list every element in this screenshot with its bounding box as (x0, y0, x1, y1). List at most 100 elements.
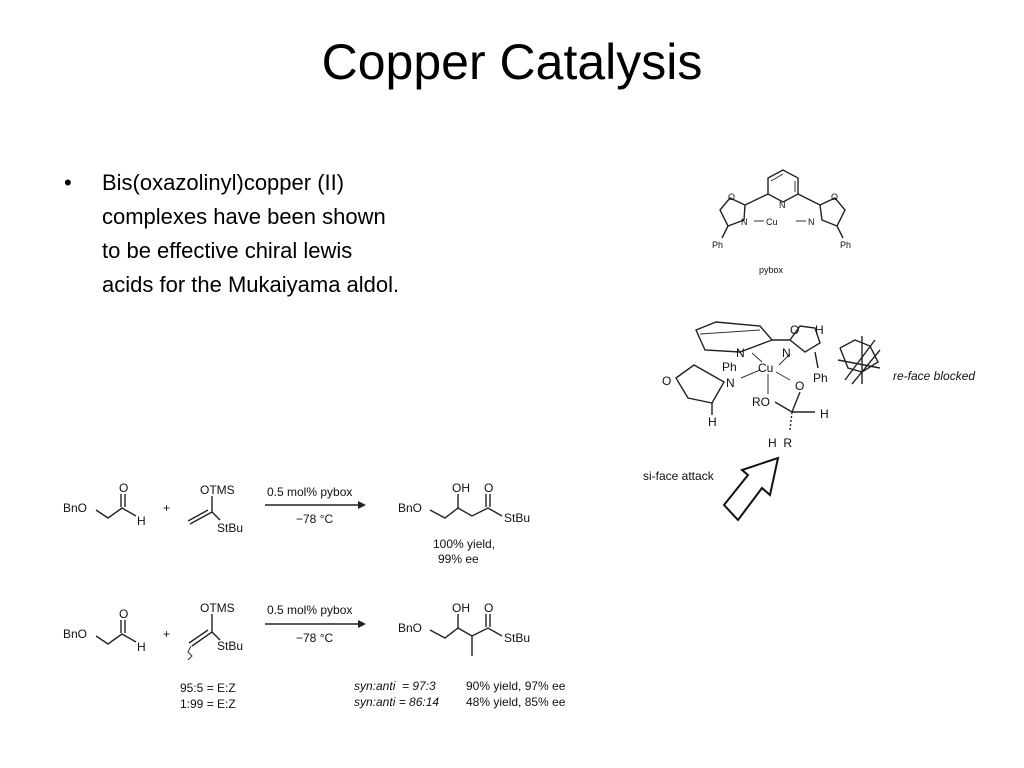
blocking-group (837, 336, 881, 385)
atom-label: N (808, 217, 815, 227)
re-face-label: re-face blocked (893, 369, 975, 383)
bullet-text: Bis(oxazolinyl)copper (II) complexes hav… (102, 166, 504, 302)
atom-label: H (137, 514, 146, 528)
result-outcome: 48% yield, 85% ee (466, 695, 566, 709)
bond (189, 511, 213, 525)
bond (774, 401, 793, 413)
atom-label: O (831, 192, 838, 202)
atom-label: O (790, 323, 799, 337)
bullet-marker: • (64, 170, 72, 195)
bond (429, 627, 503, 639)
product-label: BnO (398, 501, 422, 515)
ring-bond (851, 349, 881, 385)
atom-label: H (820, 407, 829, 421)
ring-bond (837, 359, 881, 369)
plus-sign: + (163, 501, 170, 515)
atom-label: RO (752, 395, 770, 409)
reaction-1: BnO O H + OTMS StBu 0.5 mol% pybox −78 °… (63, 481, 530, 566)
result-outcome: 90% yield, 97% ee (466, 679, 566, 693)
result-yield: 100% yield, (433, 537, 495, 551)
bond (211, 511, 221, 521)
bullet-point: • Bis(oxazolinyl)copper (II) complexes h… (64, 166, 504, 302)
ring-bond (770, 173, 784, 182)
atom-label: Ph (840, 240, 851, 250)
product-label: StBu (504, 511, 530, 525)
pyridine-ring (695, 321, 774, 353)
product-label: OH (452, 601, 470, 615)
bond (95, 633, 137, 645)
product-label: OH (452, 481, 470, 495)
pybox-label: pybox (759, 265, 784, 275)
ez-ratio: 1:99 = E:Z (180, 697, 236, 711)
cu-bond (751, 352, 763, 363)
bullet-line: acids for the Mukaiyama aldol. (102, 272, 400, 297)
atom-label: Ph (722, 360, 737, 374)
si-face-label: si-face attack (643, 469, 715, 483)
reaction-2: BnO O H + OTMS StBu 0.5 mol% pybox −78 °… (63, 601, 566, 711)
reagent-label: OTMS (200, 601, 235, 615)
atom-label: H (815, 323, 824, 337)
atom-label: O (662, 374, 671, 388)
ez-ratio: 95:5 = E:Z (180, 681, 236, 695)
condition-above: 0.5 mol% pybox (267, 603, 352, 617)
oxazoline-left (719, 197, 746, 227)
atom-label: N (782, 346, 791, 360)
bond (191, 631, 213, 647)
atom-label: O (795, 379, 804, 393)
atom-label: O (119, 481, 128, 495)
oxazoline-right (819, 197, 846, 227)
atom-label: N (726, 376, 735, 390)
bond (744, 193, 769, 206)
atom-label: Cu (758, 361, 773, 375)
arrow-head (358, 501, 366, 509)
wavy-bond (187, 645, 193, 661)
atom-label: BnO (63, 627, 87, 641)
bond (791, 391, 801, 413)
product-label: StBu (504, 631, 530, 645)
ring-bond (844, 339, 876, 381)
condition-below: −78 °C (296, 512, 333, 526)
cu-bond (740, 369, 761, 379)
transition-model: O H N Cu Ph N Ph O N RO O H H H R re-fac… (643, 321, 975, 522)
product-label: O (484, 601, 493, 615)
bullet-line: complexes have been shown (102, 204, 386, 229)
pyridine-ring (767, 169, 799, 203)
bond (95, 507, 137, 519)
bullet-line: to be effective chiral lewis (102, 238, 353, 263)
attack-arrow (722, 456, 780, 522)
atom-label: BnO (63, 501, 87, 515)
cu-bond (778, 353, 791, 366)
oxazoline-left (675, 364, 725, 404)
bond (789, 411, 793, 431)
slide-title: Copper Catalysis (321, 34, 703, 90)
bond (187, 509, 209, 522)
atom-label: H (708, 415, 717, 429)
bond (836, 225, 844, 239)
atom-label: Cu (766, 217, 778, 227)
ring (839, 339, 879, 373)
atom-label: Ph (712, 240, 723, 250)
bond (814, 351, 819, 369)
plus-sign: + (163, 627, 170, 641)
atom-label: N (741, 217, 748, 227)
condition-above: 0.5 mol% pybox (267, 485, 352, 499)
bond (188, 629, 209, 644)
atom-label: N (736, 346, 745, 360)
atom-label: H (137, 640, 146, 654)
result-ee: 99% ee (438, 552, 479, 566)
atom-label: H R (768, 436, 792, 450)
reagent-label: StBu (217, 521, 243, 535)
ring-bond (699, 329, 761, 335)
oxazoline-right (789, 325, 821, 353)
syn-anti-ratio: syn:anti = 97:3 (354, 679, 436, 693)
bullet-line: Bis(oxazolinyl)copper (II) (102, 170, 345, 195)
reagent-label: OTMS (200, 483, 235, 497)
atom-label: O (119, 607, 128, 621)
reagent-label: StBu (217, 639, 243, 653)
bond (797, 193, 821, 206)
condition-below: −78 °C (296, 631, 333, 645)
cu-bond (775, 371, 791, 381)
bond (211, 631, 221, 641)
atom-label: Ph (813, 371, 828, 385)
